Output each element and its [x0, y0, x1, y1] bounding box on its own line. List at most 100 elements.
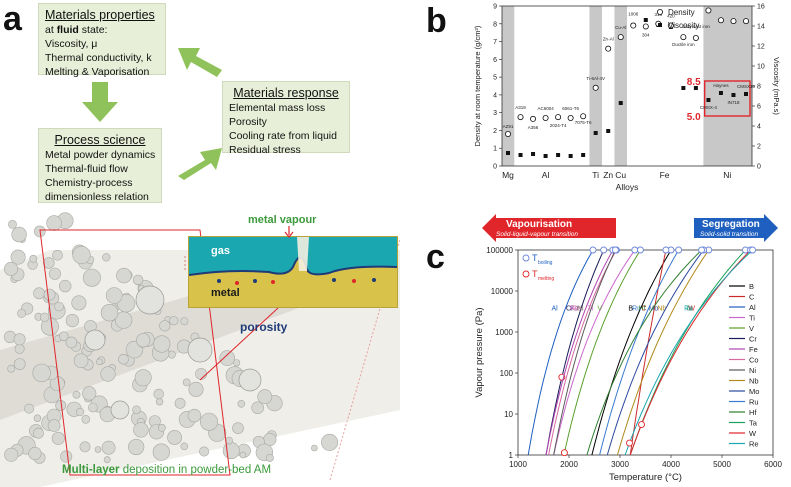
viscosity-point — [744, 92, 748, 96]
powder-particle — [13, 333, 26, 346]
y-right-tick-label: 16 — [757, 4, 765, 11]
y-tick-label: 100000 — [486, 246, 513, 255]
powder-particle — [10, 249, 26, 265]
vapour-curve-nb — [616, 249, 710, 456]
cycle-arrows — [82, 48, 222, 180]
materials-response-box: Materials response Elemental mass loss P… — [222, 81, 350, 156]
viscosity-point — [693, 86, 698, 90]
legend-boiling-sub: boiling — [538, 260, 553, 266]
powder-particle — [33, 427, 44, 439]
y-right-tick-label: 14 — [757, 24, 765, 31]
vapour-curve-mo — [606, 249, 705, 456]
viscosity-point — [706, 98, 711, 102]
powder-particle — [28, 446, 42, 461]
powder-particle — [133, 422, 149, 438]
density-point — [667, 22, 674, 29]
legend-melting-sub: melting — [538, 276, 554, 282]
ni-alloy-label: CMSX-4 — [700, 105, 717, 110]
x-tick-label: 4000 — [662, 460, 680, 469]
y-left-tick-label: 5 — [493, 75, 497, 82]
viscosity-range-box — [703, 80, 751, 117]
powder-bed-illustration — [0, 212, 400, 487]
density-point — [742, 18, 749, 25]
density-point — [542, 115, 549, 122]
metal-vapour-arrow-icon — [284, 226, 294, 238]
powder-particle — [65, 313, 79, 328]
x-axis-label: Alloys — [616, 182, 639, 192]
y-left-tick-label: 3 — [493, 110, 497, 117]
density-point — [705, 7, 712, 14]
powder-particle — [187, 408, 202, 423]
powder-particle — [100, 366, 116, 382]
legend-boiling-marker — [522, 254, 530, 262]
alloy-group-label: Al — [542, 170, 550, 180]
powder-particle — [24, 403, 35, 414]
curve-label-c: C — [641, 305, 646, 312]
x-tick-label: 3000 — [611, 460, 629, 469]
melt-pool-inset: gas metal — [188, 236, 398, 308]
alloy-label: Ti-6Al-4V — [586, 76, 605, 81]
alloy-group-label: Cu — [615, 170, 626, 180]
vapour-curve-re — [624, 249, 753, 456]
alloy-label: 2024-T4 — [550, 123, 567, 128]
curve-label-ta: Ta — [685, 305, 693, 312]
legend-label-mo: Mo — [749, 387, 759, 396]
powder-particle — [73, 353, 89, 368]
powder-particle — [48, 267, 61, 280]
response-item: Residual stress — [229, 144, 301, 156]
y-left-tick-label: 9 — [493, 4, 497, 11]
boiling-point-marker — [749, 246, 757, 254]
materials-properties-box: Materials properties at fluid state: Vis… — [38, 3, 166, 78]
density-point — [692, 35, 699, 42]
powder-particle — [265, 453, 274, 462]
curve-label-co: Co — [572, 305, 581, 312]
density-point — [642, 23, 649, 30]
legend-label-c: C — [749, 293, 755, 302]
legend-label-nb: Nb — [749, 377, 759, 386]
density-point — [717, 17, 724, 24]
legend-label-al: Al — [749, 303, 756, 312]
powder-particle — [39, 312, 50, 322]
curve-label-ru: Ru — [632, 305, 641, 312]
large-particle — [187, 337, 213, 363]
powder-particle — [7, 364, 16, 373]
powder-particle — [311, 444, 318, 452]
process-item: Chemistry-process — [45, 177, 133, 189]
powder-particle — [58, 331, 69, 342]
x-tick-label: 1000 — [509, 460, 527, 469]
curve-label-al: Al — [552, 305, 559, 312]
y-right-tick-label: 12 — [757, 44, 765, 51]
ni-alloy-label: IN718 — [727, 100, 740, 105]
process-item: Thermal-fluid flow — [45, 163, 128, 175]
powder-particle — [153, 335, 171, 353]
density-point — [617, 34, 624, 41]
powder-particle — [60, 450, 73, 463]
viscosity-upper-label: 8.5 — [687, 77, 701, 88]
boiling-point-marker — [631, 246, 639, 254]
powder-particle — [257, 389, 273, 405]
density-point — [530, 115, 537, 122]
legend-label-cr: Cr — [749, 335, 757, 344]
melting-point-marker — [560, 449, 568, 457]
powder-particle — [180, 442, 189, 451]
y-tick-label: 10 — [504, 410, 513, 419]
process-science-box: Process science Metal powder dynamics Th… — [38, 128, 162, 203]
powder-particle — [103, 456, 111, 464]
curve-label-w: W — [688, 305, 695, 312]
inset-metal-label: metal — [211, 287, 240, 299]
viscosity-point — [543, 154, 548, 158]
curve-label-cr: Cr — [566, 305, 574, 312]
legend-melting-label: T — [532, 269, 538, 279]
boiling-point-marker — [662, 246, 670, 254]
vapour-curve-b — [591, 249, 672, 456]
vapour-curve-c — [629, 249, 667, 456]
curve-label-nb: Nb — [657, 305, 666, 312]
y-right-tick-label: 10 — [757, 64, 765, 71]
porosity-label: porosity — [240, 320, 288, 334]
y-tick-label: 1 — [509, 451, 514, 460]
powder-particle — [82, 386, 97, 401]
y-right-tick-label: 6 — [757, 104, 761, 111]
powder-particle — [33, 414, 42, 422]
fluid-state-line: at fluid state: — [45, 24, 108, 36]
